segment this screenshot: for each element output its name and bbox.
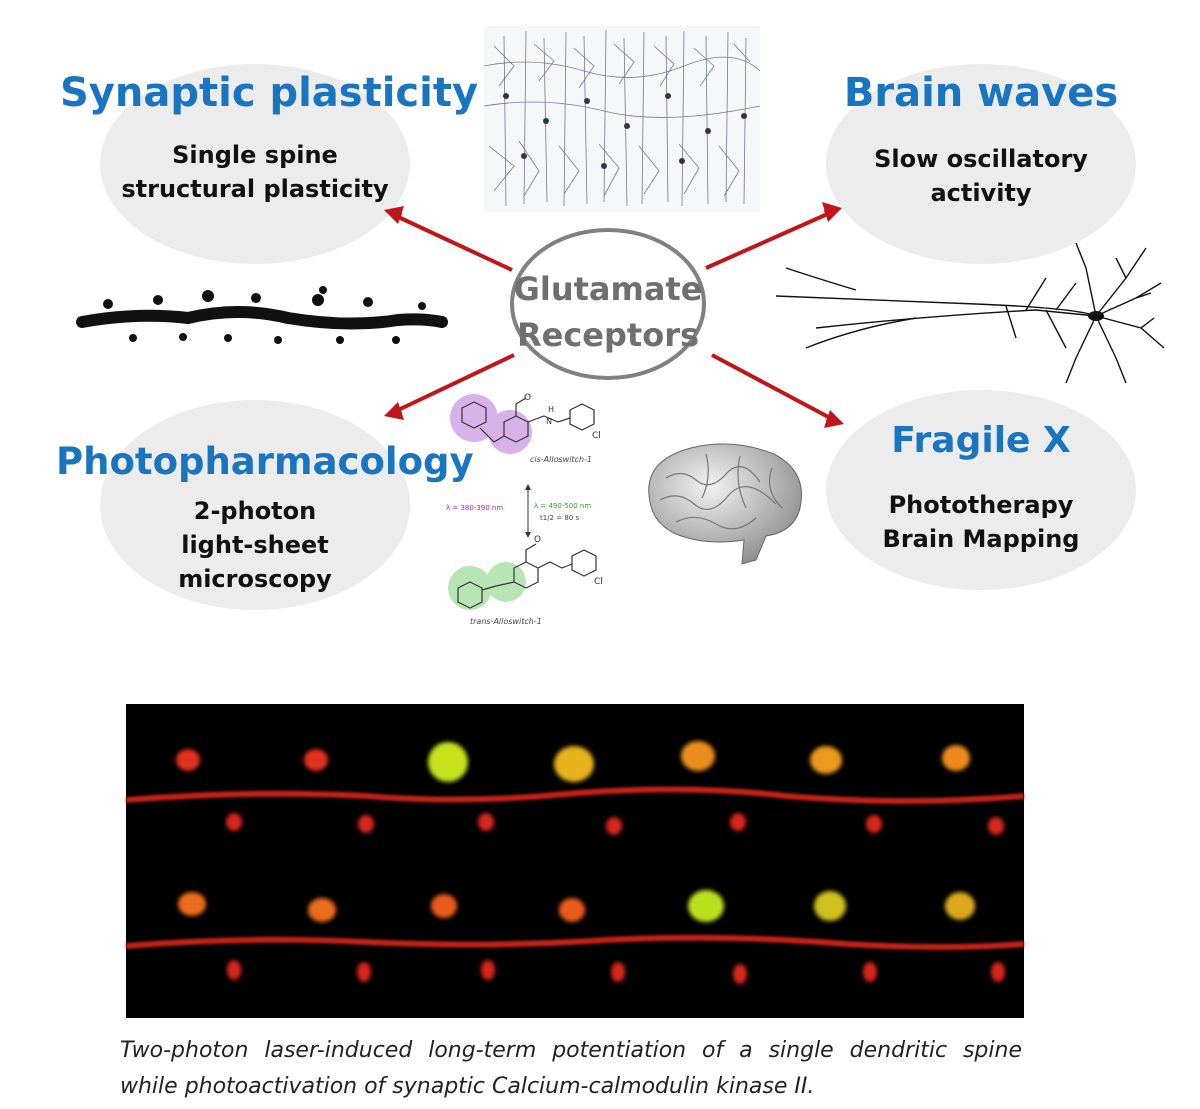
arrow-to-synaptic-plasticity [391,213,513,272]
center-label-line2: Receptors [516,316,700,354]
fragile-x-details: Phototherapy Brain Mapping [882,491,1080,553]
atom-cl-top: Cl [592,431,601,441]
brain-image [648,443,802,565]
center-label-line1: Glutamate [513,270,703,308]
trans-label: trans-Alloswitch-1 [470,617,542,626]
atom-o-bottom: O [534,535,541,545]
atom-o-top: O [524,393,531,403]
fragile-x-bubble [826,390,1136,590]
glutamate-receptors-circle [510,228,706,380]
photopharmacology-details: 2-photon light-sheet microscopy [178,497,332,593]
figure-caption-line2: while photoactivation of synaptic Calciu… [120,1074,815,1099]
uv-condition: λ = 380-390 nm [446,504,503,512]
half-life: t1/2 = 80 s [540,514,579,522]
atom-n-top: N [546,417,552,426]
arrow-to-fragile-x [711,353,837,422]
figure-caption-line1: Two-photon laser-induced long-term poten… [120,1038,1022,1063]
photopharmacology-title: Photopharmacology [56,440,474,483]
atom-h-top: H [548,405,554,414]
photopharmacology-bubble [100,400,410,610]
fragile-x-title: Fragile X [891,420,1071,461]
alloswitch-chemistry-image: O H N Cl O Cl cis-Alloswitch-1 trans-All… [446,393,603,626]
cis-label: cis-Alloswitch-1 [530,455,592,464]
atom-cl-bottom: Cl [594,577,603,587]
visible-condition: λ = 490-500 nm [534,502,591,510]
synaptic-plasticity-bubble [100,64,410,264]
microscopy-image [125,704,1025,1018]
relationship-arrows [384,202,844,428]
brain-waves-title: Brain waves [843,70,1119,116]
brain-waves-details: Slow oscillatory activity [874,145,1088,207]
synaptic-plasticity-title: Synaptic plasticity [60,70,479,116]
dendrite-spines-image [76,286,448,344]
cortical-neurons-image [483,26,761,212]
brain-waves-bubble [826,64,1136,264]
pyramidal-neuron-image [775,242,1165,384]
arrow-to-photopharmacology [391,353,515,414]
spine-fluorescence-image [125,704,1025,1018]
arrow-to-brain-waves [705,210,835,270]
synaptic-plasticity-details: Single spine structural plasticity [121,141,389,203]
